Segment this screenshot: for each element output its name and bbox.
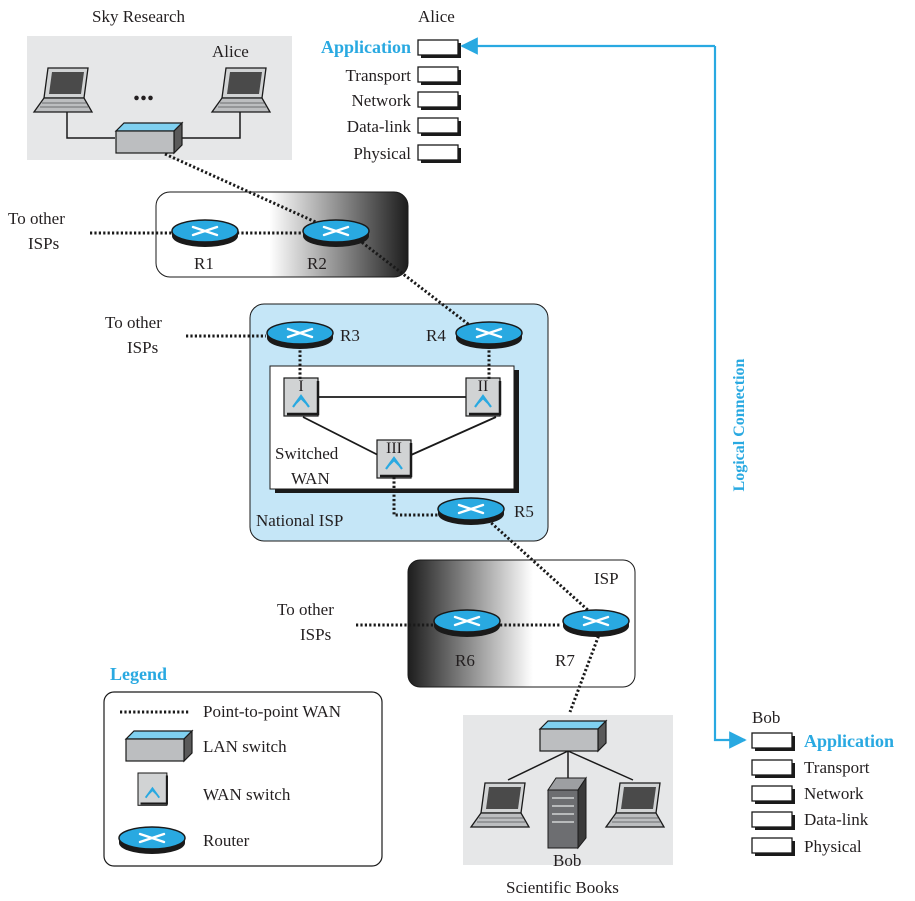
layer-box-icon xyxy=(417,66,462,86)
router-icon xyxy=(265,320,335,351)
bob-layer-network: Network xyxy=(804,784,864,803)
sky-research-label: Sky Research xyxy=(92,7,186,26)
other-isps-label: To other xyxy=(8,209,65,228)
point-to-point-links xyxy=(90,152,602,713)
layer-box-icon xyxy=(751,811,796,831)
alice-stack-owner: Alice xyxy=(418,7,455,26)
alice-protocol-stack: Alice Application Transport Network Data… xyxy=(321,7,462,164)
bob-protocol-stack: Bob Application Transport Network Data-l… xyxy=(751,708,894,857)
lan-switch-icon xyxy=(115,122,183,154)
bob-stack-owner: Bob xyxy=(752,708,780,727)
router-label-r7: R7 xyxy=(555,651,575,670)
router-label-r5: R5 xyxy=(514,502,534,521)
wan-switch-label: II xyxy=(478,378,489,395)
layer-box-icon xyxy=(417,39,462,59)
legend-title: Legend xyxy=(110,664,167,684)
router-icon xyxy=(561,608,631,639)
server-icon xyxy=(547,776,587,850)
bob-host-label: Bob xyxy=(553,851,581,870)
logical-connection: Logical Connection xyxy=(460,37,748,749)
router-label-r4: R4 xyxy=(426,326,446,345)
bob-layer-application: Application xyxy=(804,731,894,751)
legend-item-label: WAN switch xyxy=(203,785,291,804)
router-label-r1: R1 xyxy=(194,254,214,273)
national-isp-label: National ISP xyxy=(256,511,343,530)
bob-layer-transport: Transport xyxy=(804,758,870,777)
router-icon xyxy=(432,608,502,639)
lan-switch-icon xyxy=(539,720,607,752)
alice-layer-transport: Transport xyxy=(346,66,412,85)
local-isp: ISP xyxy=(407,559,636,688)
alice-layer-application: Application xyxy=(321,37,411,57)
bob-layer-data-link: Data-link xyxy=(804,810,869,829)
legend: Legend Point-to-point WAN LAN switch WAN… xyxy=(103,664,383,867)
legend-item-label: LAN switch xyxy=(203,737,287,756)
lan-switch-icon xyxy=(125,730,193,762)
layer-box-icon xyxy=(417,117,462,137)
router-label-r2: R2 xyxy=(307,254,327,273)
scientific-books-label: Scientific Books xyxy=(506,878,619,897)
scientific-books-site: Bob Scientific Books xyxy=(463,715,673,897)
layer-box-icon xyxy=(751,732,796,752)
other-isps-label: ISPs xyxy=(300,625,331,644)
alice-layer-physical: Physical xyxy=(353,144,411,163)
sky-research-site: Sky Research Alice ... xyxy=(27,7,292,160)
router-icon xyxy=(117,825,187,856)
router-label-r6: R6 xyxy=(455,651,475,670)
legend-item-label: Point-to-point WAN xyxy=(203,702,341,721)
other-isps-label: ISPs xyxy=(28,234,59,253)
ellipsis-text: ... xyxy=(133,76,154,107)
alice-layer-data-link: Data-link xyxy=(347,117,412,136)
wan-switch-icon xyxy=(136,771,168,807)
other-isps-label: ISPs xyxy=(127,338,158,357)
layer-box-icon xyxy=(417,144,462,164)
layer-box-icon xyxy=(751,837,796,857)
alice-host-label: Alice xyxy=(212,42,249,61)
layer-box-icon xyxy=(417,91,462,111)
alice-layer-network: Network xyxy=(352,91,412,110)
other-isps-label: To other xyxy=(277,600,334,619)
legend-item-label: Router xyxy=(203,831,250,850)
layer-box-icon xyxy=(751,785,796,805)
router-label-r3: R3 xyxy=(340,326,360,345)
isp-label: ISP xyxy=(594,569,619,588)
router-icon xyxy=(454,320,524,351)
other-isps-label: To other xyxy=(105,313,162,332)
logical-connection-label: Logical Connection xyxy=(731,358,748,491)
router-icon xyxy=(436,496,506,527)
router-icon xyxy=(170,218,240,249)
layer-box-icon xyxy=(751,759,796,779)
switched-wan-label: Switched xyxy=(275,444,339,463)
wan-switch-label: I xyxy=(298,378,303,395)
wan-switch-label: III xyxy=(386,440,402,457)
switched-wan-label: WAN xyxy=(291,469,330,488)
router-icon xyxy=(301,218,371,249)
bob-layer-physical: Physical xyxy=(804,837,862,856)
